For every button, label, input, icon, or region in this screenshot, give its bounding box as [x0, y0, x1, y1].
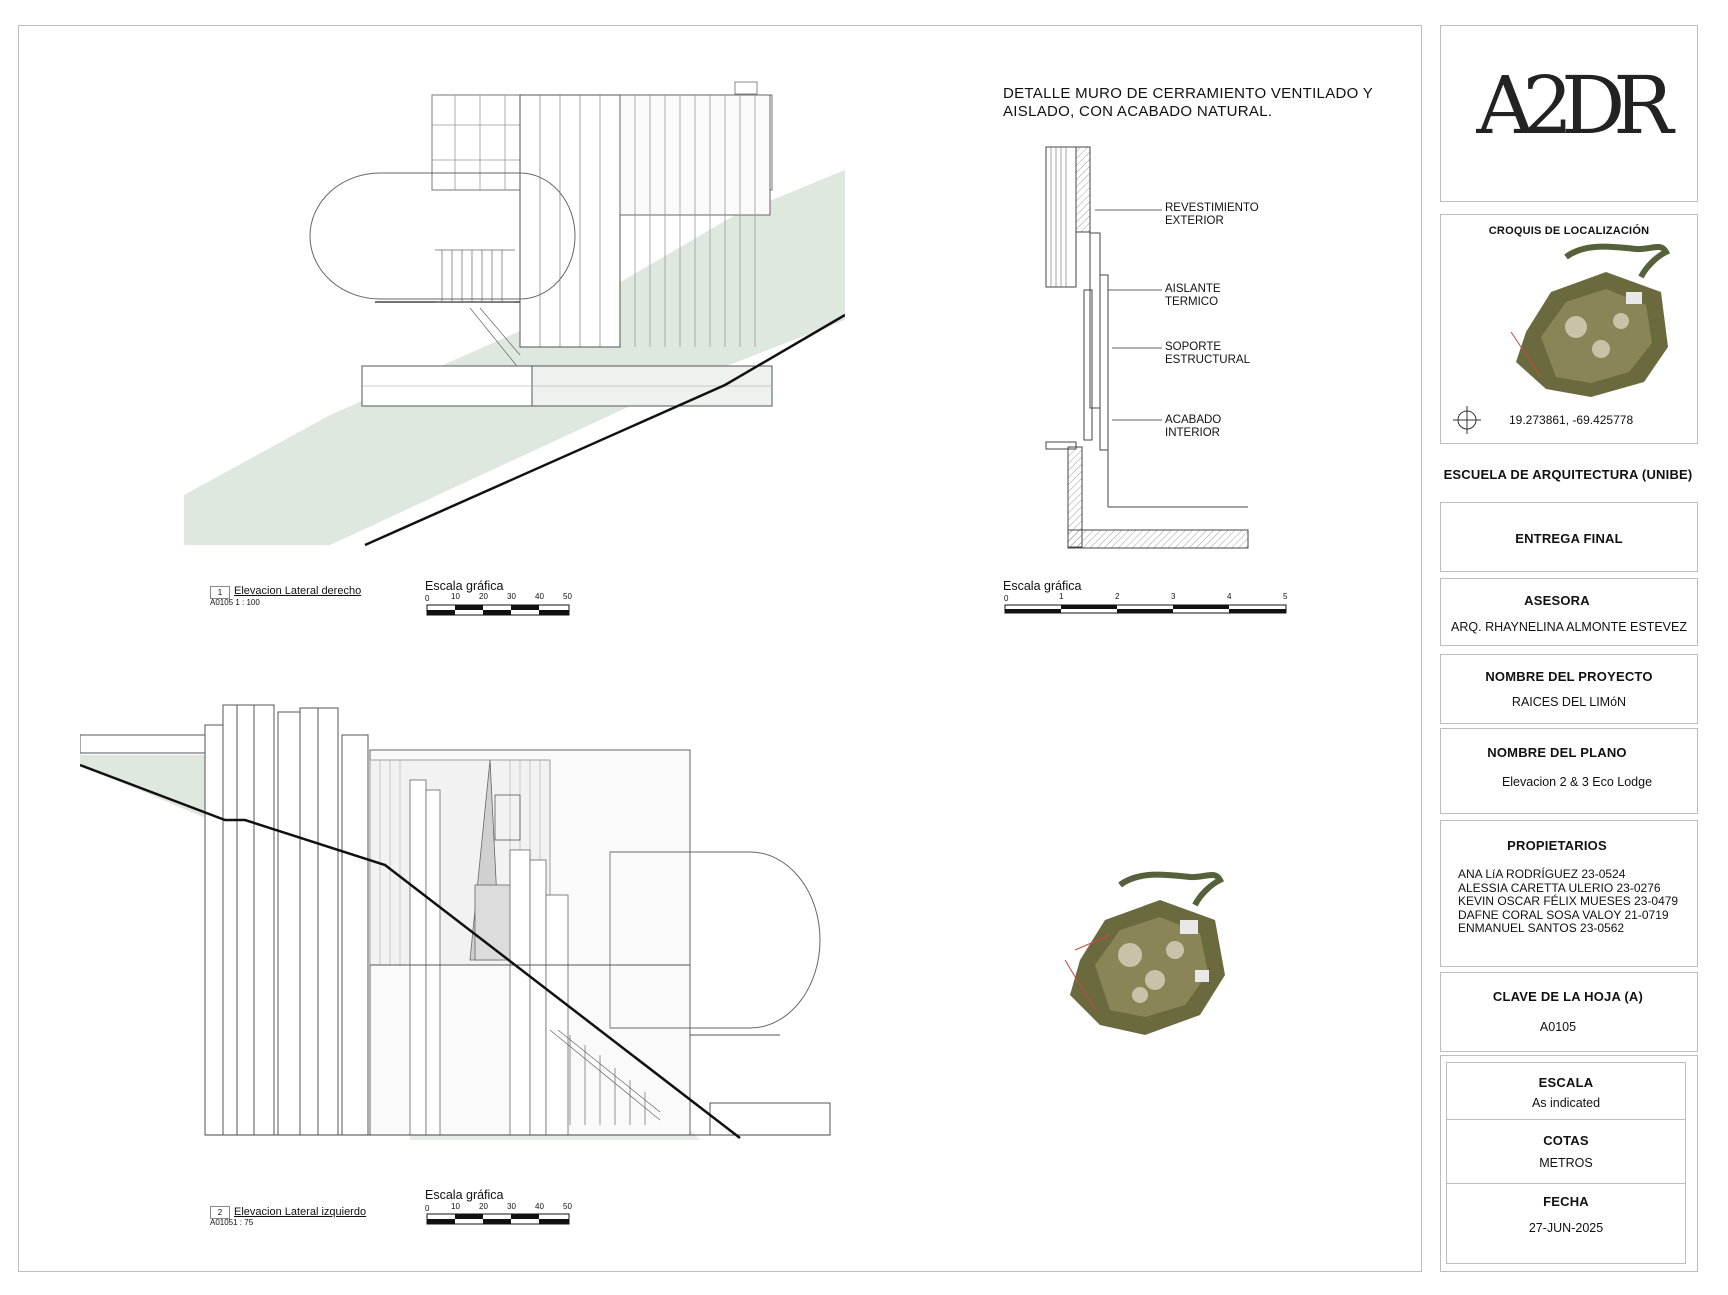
owner-item: ALESSIA CARETTA ULERIO 23-0276 [1458, 880, 1661, 895]
scale-tick: 10 [451, 1202, 460, 1211]
elevation-2-scale-bar [426, 1213, 570, 1225]
owners-list: ANA LíA RODRÍGUEZ 23-0524 ALESSIA CARETT… [1458, 867, 1679, 936]
scale-tick: 10 [451, 592, 460, 601]
elevation-2-title: Elevacion Lateral izquierdo [234, 1206, 367, 1218]
sheet-key-value: A0105 [1539, 1020, 1577, 1034]
elevation-1-scale-label: Escala gráfica [425, 579, 504, 593]
detail-label-line: INTERIOR [1165, 427, 1220, 439]
date-title: FECHA [1543, 1194, 1589, 1209]
elevation-2-sheet-scale: A01051 : 75 [210, 1218, 254, 1227]
detail-title-line-1: DETALLE MURO DE CERRAMIENTO VENTILADO Y [1003, 85, 1374, 102]
detail-label-line: EXTERIOR [1165, 215, 1224, 227]
owner-item: DAFNE CORAL SOSA VALOY 21-0719 [1458, 907, 1669, 922]
school-name: ESCUELA DE ARQUITECTURA (UNIBE) [1443, 467, 1693, 482]
owners-box: PROPIETARIOS ANA LíA RODRÍGUEZ 23-0524 A… [1440, 820, 1698, 967]
detail-label-line: REVESTIMIENTO [1165, 202, 1259, 214]
scale-tick: 20 [479, 1202, 488, 1211]
scale-tick: 0 [1004, 594, 1009, 603]
date-value: 27-JUN-2025 [1528, 1221, 1604, 1235]
logo-box: A2DR [1440, 25, 1698, 202]
location-sketch-title: CROQUIS DE LOCALIZACIÓN [1488, 225, 1650, 237]
detail-label-line: ACABADO [1165, 414, 1222, 426]
detail-label-interior-finish: ACABADO INTERIOR [1165, 414, 1221, 440]
elevation-1-sheet-scale: A0105 1 : 100 [210, 598, 260, 607]
detail-scale-label: Escala gráfica [1003, 579, 1082, 593]
sheet-key-title: CLAVE DE LA HOJA (A) [1492, 989, 1644, 1004]
project-title: NOMBRE DEL PROYECTO [1485, 669, 1653, 684]
scale-tick: 40 [535, 592, 544, 601]
divider [1447, 1183, 1685, 1184]
scale-tick: 40 [535, 1202, 544, 1211]
scale-title: ESCALA [1538, 1075, 1594, 1090]
detail-label-exterior-cladding: REVESTIMIENTO EXTERIOR [1165, 202, 1259, 228]
elevation-2-number: 2 [210, 1206, 230, 1219]
units-title: COTAS [1543, 1133, 1589, 1148]
owners-title: PROPIETARIOS [1507, 838, 1607, 853]
detail-label-thermal-insulation: AISLANTE TERMICO [1165, 283, 1221, 309]
scale-tick: 4 [1227, 592, 1232, 601]
scale-tick: 30 [507, 592, 516, 601]
plan-name: Elevacion 2 & 3 Eco Lodge [1501, 775, 1653, 789]
delivery-label: ENTREGA FINAL [1515, 531, 1623, 546]
project-box: NOMBRE DEL PROYECTO RAICES DEL LIMóN [1440, 654, 1698, 724]
plan-title: NOMBRE DEL PLANO [1487, 745, 1627, 760]
detail-label-line: ESTRUCTURAL [1165, 354, 1250, 366]
scale-value: As indicated [1531, 1096, 1601, 1110]
advisor-name: ARQ. RHAYNELINA ALMONTE ESTEVEZ [1451, 620, 1687, 634]
scale-tick: 50 [563, 1202, 572, 1211]
plan-box: NOMBRE DEL PLANO Elevacion 2 & 3 Eco Lod… [1440, 728, 1698, 814]
scale-tick: 30 [507, 1202, 516, 1211]
scale-tick: 50 [563, 592, 572, 601]
location-sketch-box: CROQUIS DE LOCALIZACIÓN 19.273861, -69.4… [1440, 214, 1698, 444]
logo: A2DR [1476, 59, 1673, 152]
owner-item: KEVIN OSCAR FÉLIX MUESES 23-0479 [1458, 894, 1679, 908]
units-value: METROS [1539, 1156, 1593, 1170]
scale-tick: 20 [479, 592, 488, 601]
site-map-image [1064, 871, 1225, 1035]
sheet-key-box: CLAVE DE LA HOJA (A) A0105 [1440, 972, 1698, 1052]
advisor-title: ASESORA [1524, 593, 1590, 608]
advisor-box: ASESORA ARQ. RHAYNELINA ALMONTE ESTEVEZ [1440, 578, 1698, 646]
detail-title-line-2: AISLADO, CON ACABADO NATURAL. [1003, 103, 1273, 120]
wall-detail-drawing [1045, 146, 1249, 549]
elevation-1-number: 1 [210, 586, 230, 599]
owner-item: ENMANUEL SANTOS 23-0562 [1458, 921, 1625, 935]
detail-label-line: TERMICO [1165, 296, 1219, 308]
scale-tick: 1 [1059, 592, 1064, 601]
scale-units-date-box: ESCALA As indicated COTAS METROS FECHA 2… [1446, 1062, 1686, 1264]
elevation-1-drawing [184, 81, 845, 547]
delivery-box: ENTREGA FINAL [1440, 502, 1698, 572]
elevation-2-scale-label: Escala gráfica [425, 1188, 504, 1202]
coordinates: 19.273861, -69.425778 [1509, 413, 1634, 427]
scale-tick: 2 [1115, 592, 1120, 601]
scale-tick: 5 [1283, 592, 1288, 601]
scale-tick: 0 [425, 594, 430, 603]
scale-tick: 3 [1171, 592, 1176, 601]
elevation-2-drawing [80, 704, 831, 1140]
detail-label-line: AISLANTE [1165, 283, 1221, 295]
detail-label-line: SOPORTE [1165, 341, 1222, 353]
elevation-1-scale-bar [426, 604, 570, 616]
crosshair-icon [1453, 406, 1481, 434]
detail-label-structural-support: SOPORTE ESTRUCTURAL [1165, 341, 1250, 367]
scale-tick: 0 [425, 1204, 430, 1213]
elevation-1-title: Elevacion Lateral derecho [234, 585, 362, 597]
divider [1447, 1119, 1685, 1120]
location-sketch-map [1510, 243, 1671, 397]
detail-scale-bar [1004, 604, 1287, 614]
owner-item: ANA LíA RODRÍGUEZ 23-0524 [1458, 867, 1626, 881]
project-name: RAICES DEL LIMóN [1511, 695, 1627, 709]
